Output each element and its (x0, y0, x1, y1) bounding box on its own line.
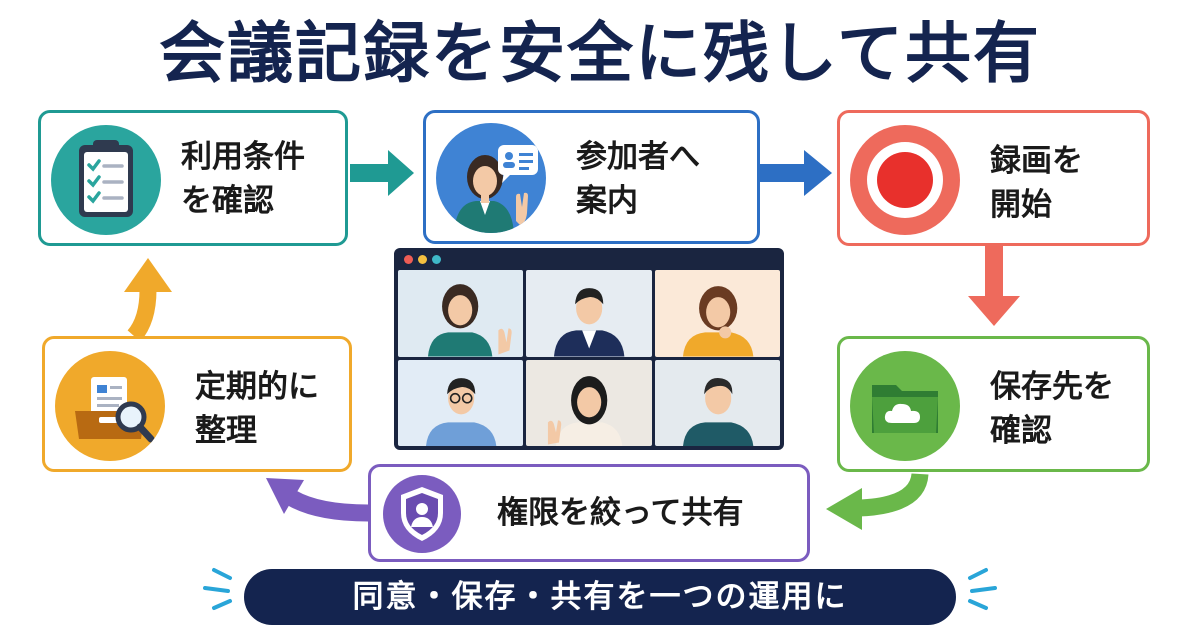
participant-tile-2 (526, 270, 652, 357)
arrow-terms-to-invite (350, 150, 414, 196)
arrow-invite-to-record (760, 150, 832, 196)
step-card-record: 録画を 開始 (837, 110, 1150, 246)
summary-banner: 同意・保存・共有を一つの運用に (244, 569, 956, 625)
sparkle-marks-left (203, 568, 232, 610)
record-button-icon (850, 125, 960, 235)
step-label-storage: 保存先を 確認 (990, 369, 1114, 449)
presenter-chat-icon (436, 123, 546, 233)
step-card-invite: 参加者へ 案内 (423, 110, 760, 244)
step-label-organize: 定期的に 整理 (195, 369, 319, 449)
step-card-terms: 利用条件 を確認 (38, 110, 348, 246)
participant-tile-3 (654, 270, 780, 357)
step-card-share: 権限を絞って共有 (368, 464, 810, 562)
step-label-record: 録画を 開始 (990, 143, 1083, 223)
arrow-record-to-storage (968, 246, 1020, 326)
arrow-share-to-organize (266, 478, 369, 522)
step-card-organize: 定期的に 整理 (42, 336, 352, 472)
arrow-storage-to-share (826, 472, 929, 530)
participant-tile-1 (398, 270, 524, 357)
participant-tile-4 (398, 359, 524, 446)
shield-user-icon (383, 475, 461, 553)
participant-tile-5 (526, 359, 652, 446)
step-card-storage: 保存先を 確認 (837, 336, 1150, 472)
step-label-terms: 利用条件 を確認 (181, 139, 305, 219)
window-dot-yellow (418, 255, 427, 264)
step-label-invite: 参加者へ 案内 (576, 139, 700, 219)
window-dot-red (404, 255, 413, 264)
sparkle-marks-right (968, 568, 997, 610)
clipboard-checklist-icon (51, 125, 161, 235)
archive-search-icon (55, 351, 165, 461)
participant-grid (398, 270, 780, 446)
step-label-share: 権限を絞って共有 (497, 495, 744, 531)
participant-tile-6 (654, 359, 780, 446)
page-title: 会議記録を安全に残して共有 (158, 15, 1042, 92)
window-dot-teal (432, 255, 441, 264)
arrow-organize-to-terms (124, 258, 172, 342)
video-conference-window (394, 248, 784, 450)
cloud-folder-icon (850, 351, 960, 461)
